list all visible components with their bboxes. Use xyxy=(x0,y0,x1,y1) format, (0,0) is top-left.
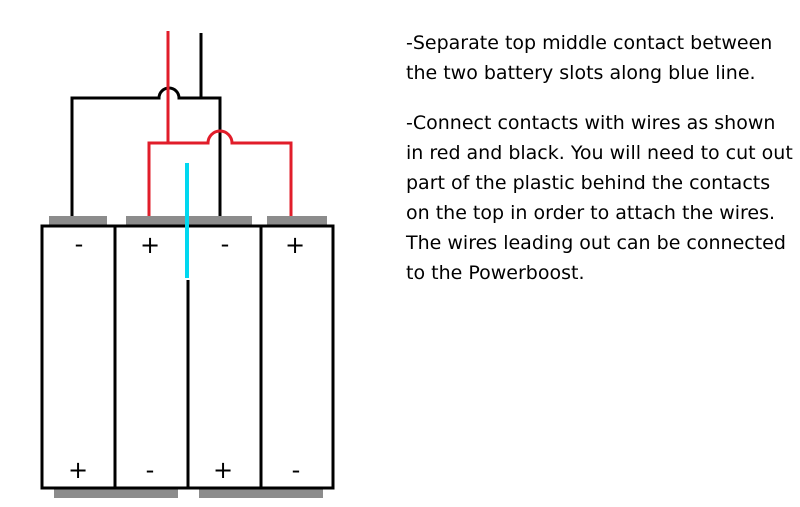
top-sign-4: + xyxy=(285,231,305,259)
top-signs: - + - + xyxy=(75,230,305,259)
red-wire xyxy=(147,31,293,216)
bottom-sign-1: + xyxy=(68,456,88,484)
bottom-contact-2 xyxy=(199,489,323,498)
top-contact-1 xyxy=(49,216,107,225)
instruction-connect: -Connect contacts with wires as shown in… xyxy=(406,112,793,284)
black-wire xyxy=(70,33,222,216)
top-sign-2: + xyxy=(140,231,160,259)
bottom-sign-3: + xyxy=(213,456,233,484)
bottom-contact-1 xyxy=(54,489,178,498)
top-sign-3: - xyxy=(221,230,230,258)
instructions-text: -Separate top middle contact between the… xyxy=(406,28,798,288)
instruction-separate: -Separate top middle contact between the… xyxy=(406,32,773,84)
bottom-signs: + - + - xyxy=(68,456,300,484)
top-sign-1: - xyxy=(75,230,84,258)
battery-wiring-diagram: - + - + + - + - xyxy=(40,31,335,498)
bottom-sign-2: - xyxy=(146,456,155,484)
top-contact-3 xyxy=(267,216,327,225)
bottom-sign-4: - xyxy=(292,456,301,484)
